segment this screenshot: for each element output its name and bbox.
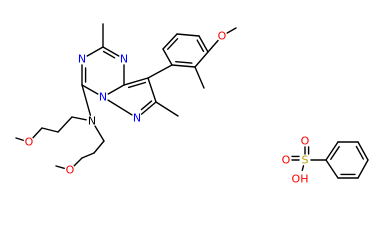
- bond-single-p4-p5: [357, 159, 369, 179]
- bond-single-C4-Nam: [81, 84, 92, 116]
- bond-single-a3-O1: [32, 127, 43, 139]
- bond-single-N8-C4: [81, 84, 99, 95]
- bond-single-r2-meAr: [194, 66, 205, 89]
- bond-double-p3-p4: [357, 141, 369, 161]
- bond-single-a1-a2: [57, 116, 73, 133]
- bond-single-r2-r3: [194, 51, 209, 68]
- bond-double-inner-r5-r6: [167, 38, 179, 50]
- bond-double-inner-p1-p2: [330, 145, 340, 160]
- bond-double-r5-r6: [162, 33, 178, 50]
- bond-single-p6-p1: [325, 159, 339, 179]
- bond-double-r1-r2: [171, 64, 196, 68]
- bond-single-N6-N8: [107, 99, 133, 116]
- bond-double-inner-C8a-C8: [127, 81, 147, 89]
- bond-double-inner-r1-r2: [175, 61, 193, 64]
- atom-label-oh-sulfonic: OH: [292, 173, 309, 186]
- atom-label-s-sulfonyl: S: [302, 154, 309, 167]
- bond-double-inner-r3-r4: [196, 39, 205, 53]
- atom-label-n-bridgehead: N: [99, 91, 107, 104]
- atom-label-n-triazine-top: N: [120, 53, 128, 66]
- bond-layer: [15, 23, 369, 179]
- atom-label-n-pyrazole: N: [133, 112, 141, 125]
- bond-single-C7-me7: [155, 101, 179, 117]
- atom-label-o-sulfonyl-left: O: [282, 154, 291, 167]
- bond-single-b3-O2: [73, 157, 83, 167]
- bond-single-C8-C7: [147, 77, 157, 103]
- bond-single-C8a-N8: [107, 84, 125, 95]
- bond-single-C8-r1: [147, 64, 173, 79]
- atom-label-n-triazine-left: N: [78, 53, 86, 66]
- bond-double-p1-p2: [325, 141, 339, 161]
- bond-single-O1-a4: [15, 137, 24, 141]
- bond-single-S-OH: [301, 165, 305, 171]
- bond-single-Nam-a1: [71, 116, 87, 121]
- atom-label-o-chain-lower: O: [66, 164, 75, 177]
- bond-single-b1-b2: [93, 140, 105, 154]
- bond-double-inner-p3-p4: [355, 145, 365, 160]
- bond-double-C7-N6: [140, 101, 157, 115]
- bond-single-Nam-b1: [94, 125, 105, 142]
- bond-double-C2-N3: [102, 46, 120, 57]
- bond-single-r6-r1: [162, 48, 173, 66]
- atom-label-o-sulfonyl-top: O: [301, 135, 310, 148]
- bond-single-OMe-meO: [226, 27, 237, 34]
- bond-single-O2-b4: [55, 165, 65, 170]
- bond-double-r3-r4: [198, 35, 209, 53]
- atom-label-o-chain-upper: O: [25, 136, 34, 149]
- bond-single-b2-b3: [81, 152, 95, 159]
- bond-double-inner-C2-N3: [102, 50, 116, 59]
- bond-single-N1-C2: [86, 46, 104, 57]
- bond-single-r4-r5: [176, 33, 200, 37]
- bond-double-C8a-C8: [123, 77, 149, 86]
- bond-single-r3-OMe: [207, 39, 219, 53]
- bond-double-inner-C7-N6: [140, 100, 153, 111]
- atom-label-n-amine: N: [88, 115, 96, 128]
- bond-single-a2-a3: [41, 127, 59, 133]
- atom-label-o-aryl-methoxy: O: [218, 30, 227, 43]
